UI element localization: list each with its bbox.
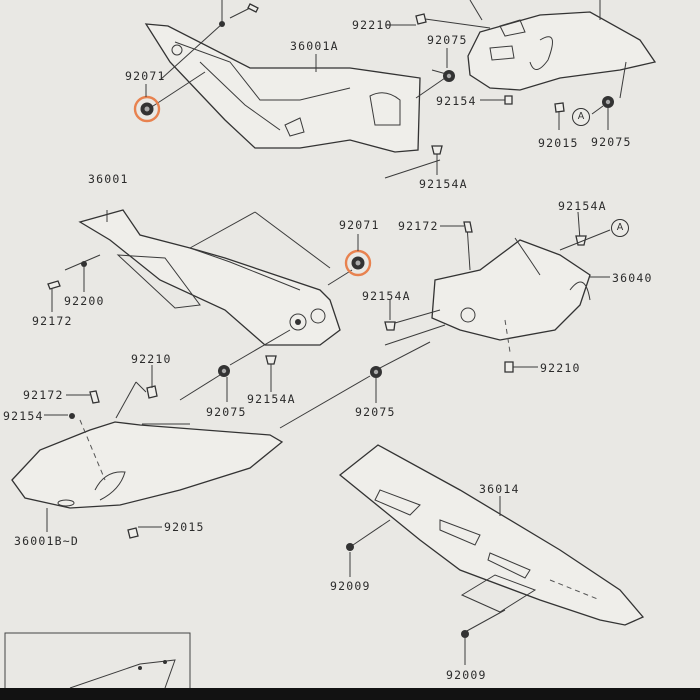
label-92210-right: 92210 (540, 361, 581, 375)
part-36014-drawing (338, 444, 645, 626)
label-92154A-top: 92154A (419, 177, 468, 191)
label-92154-top: 92154 (436, 94, 477, 108)
label-92015-top: 92015 (538, 136, 579, 150)
label-92154A-center: 92154A (362, 289, 411, 303)
part-36040-drawing (431, 237, 591, 353)
reference-marker-a-top: A (572, 108, 590, 126)
label-92200: 92200 (64, 294, 105, 308)
part-36001A-drawing (144, 23, 421, 153)
label-92075-top-right: 92075 (591, 135, 632, 149)
part-top-right-drawing (467, 11, 657, 91)
label-92172-left: 92172 (32, 314, 73, 328)
part-36001BD-drawing (11, 419, 284, 509)
label-92154-lower: 92154 (3, 409, 44, 423)
label-92009-a: 92009 (330, 579, 371, 593)
label-36001: 36001 (88, 172, 129, 186)
label-92172-mid: 92172 (398, 219, 439, 233)
label-36001B-D: 36001B~D (14, 534, 79, 548)
label-36040: 36040 (612, 271, 653, 285)
label-92075-top: 92075 (427, 33, 468, 47)
label-92009-b: 92009 (446, 668, 487, 682)
label-36014: 36014 (479, 482, 520, 496)
highlight-circle-92071-top (133, 95, 161, 123)
label-92210-top: 92210 (352, 18, 393, 32)
label-92210-left: 92210 (131, 352, 172, 366)
label-92172-lower: 92172 (23, 388, 64, 402)
label-92075-low-left: 92075 (206, 405, 247, 419)
label-92075-low-right: 92075 (355, 405, 396, 419)
label-92015-low: 92015 (164, 520, 205, 534)
label-92071-top: 92071 (125, 69, 166, 83)
label-36001A: 36001A (290, 39, 339, 53)
bottom-black-bar (0, 688, 700, 700)
label-92154A-low: 92154A (247, 392, 296, 406)
label-92154A-right: 92154A (558, 199, 607, 213)
inset-box (4, 632, 191, 688)
leader-line (159, 23, 223, 81)
part-36001-drawing (78, 209, 341, 346)
reference-marker-a-mid: A (611, 219, 629, 237)
label-92071-mid: 92071 (339, 218, 380, 232)
